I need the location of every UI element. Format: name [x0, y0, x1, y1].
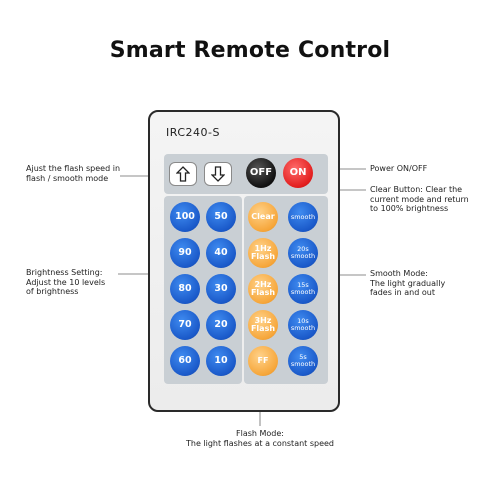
smooth-20s-button[interactable]: 20s smooth — [288, 238, 318, 268]
callout-flash-mode: Flash Mode: The light flashes at a const… — [185, 429, 335, 448]
brightness-30-button[interactable]: 30 — [206, 274, 236, 304]
brightness-50-button[interactable]: 50 — [206, 202, 236, 232]
brightness-80-button[interactable]: 80 — [170, 274, 200, 304]
brightness-40-button[interactable]: 40 — [206, 238, 236, 268]
flash-3hz-button[interactable]: 3Hz Flash — [248, 310, 278, 340]
smooth-5s-button[interactable]: 5s smooth — [288, 346, 318, 376]
arrow-up-icon — [176, 166, 190, 182]
callout-flash-speed: Ajust the flash speed in flash / smooth … — [26, 164, 121, 183]
flash-speed-up-button[interactable] — [169, 162, 197, 186]
callout-brightness: Brightness Setting: Adjust the 10 levels… — [26, 268, 106, 297]
brightness-10-button[interactable]: 10 — [206, 346, 236, 376]
remote-control: IRC240-S OFF ON 100 50 90 40 80 30 70 20… — [148, 110, 340, 412]
power-on-button[interactable]: ON — [283, 158, 313, 188]
callout-clear: Clear Button: Clear the current mode and… — [370, 185, 469, 214]
brightness-60-button[interactable]: 60 — [170, 346, 200, 376]
brightness-70-button[interactable]: 70 — [170, 310, 200, 340]
smooth-button[interactable]: smooth — [288, 202, 318, 232]
flash-1hz-button[interactable]: 1Hz Flash — [248, 238, 278, 268]
brightness-90-button[interactable]: 90 — [170, 238, 200, 268]
smooth-10s-button[interactable]: 10s smooth — [288, 310, 318, 340]
callout-smooth: Smooth Mode: The light gradually fades i… — [370, 269, 446, 298]
flash-2hz-button[interactable]: 2Hz Flash — [248, 274, 278, 304]
clear-button[interactable]: Clear — [248, 202, 278, 232]
smooth-15s-button[interactable]: 15s smooth — [288, 274, 318, 304]
brightness-100-button[interactable]: 100 — [170, 202, 200, 232]
brightness-20-button[interactable]: 20 — [206, 310, 236, 340]
model-label: IRC240-S — [166, 126, 220, 139]
page-title: Smart Remote Control — [109, 38, 391, 63]
arrow-down-icon — [211, 166, 225, 182]
power-off-button[interactable]: OFF — [246, 158, 276, 188]
ff-button[interactable]: FF — [248, 346, 278, 376]
flash-speed-down-button[interactable] — [204, 162, 232, 186]
callout-power: Power ON/OFF — [370, 164, 428, 173]
